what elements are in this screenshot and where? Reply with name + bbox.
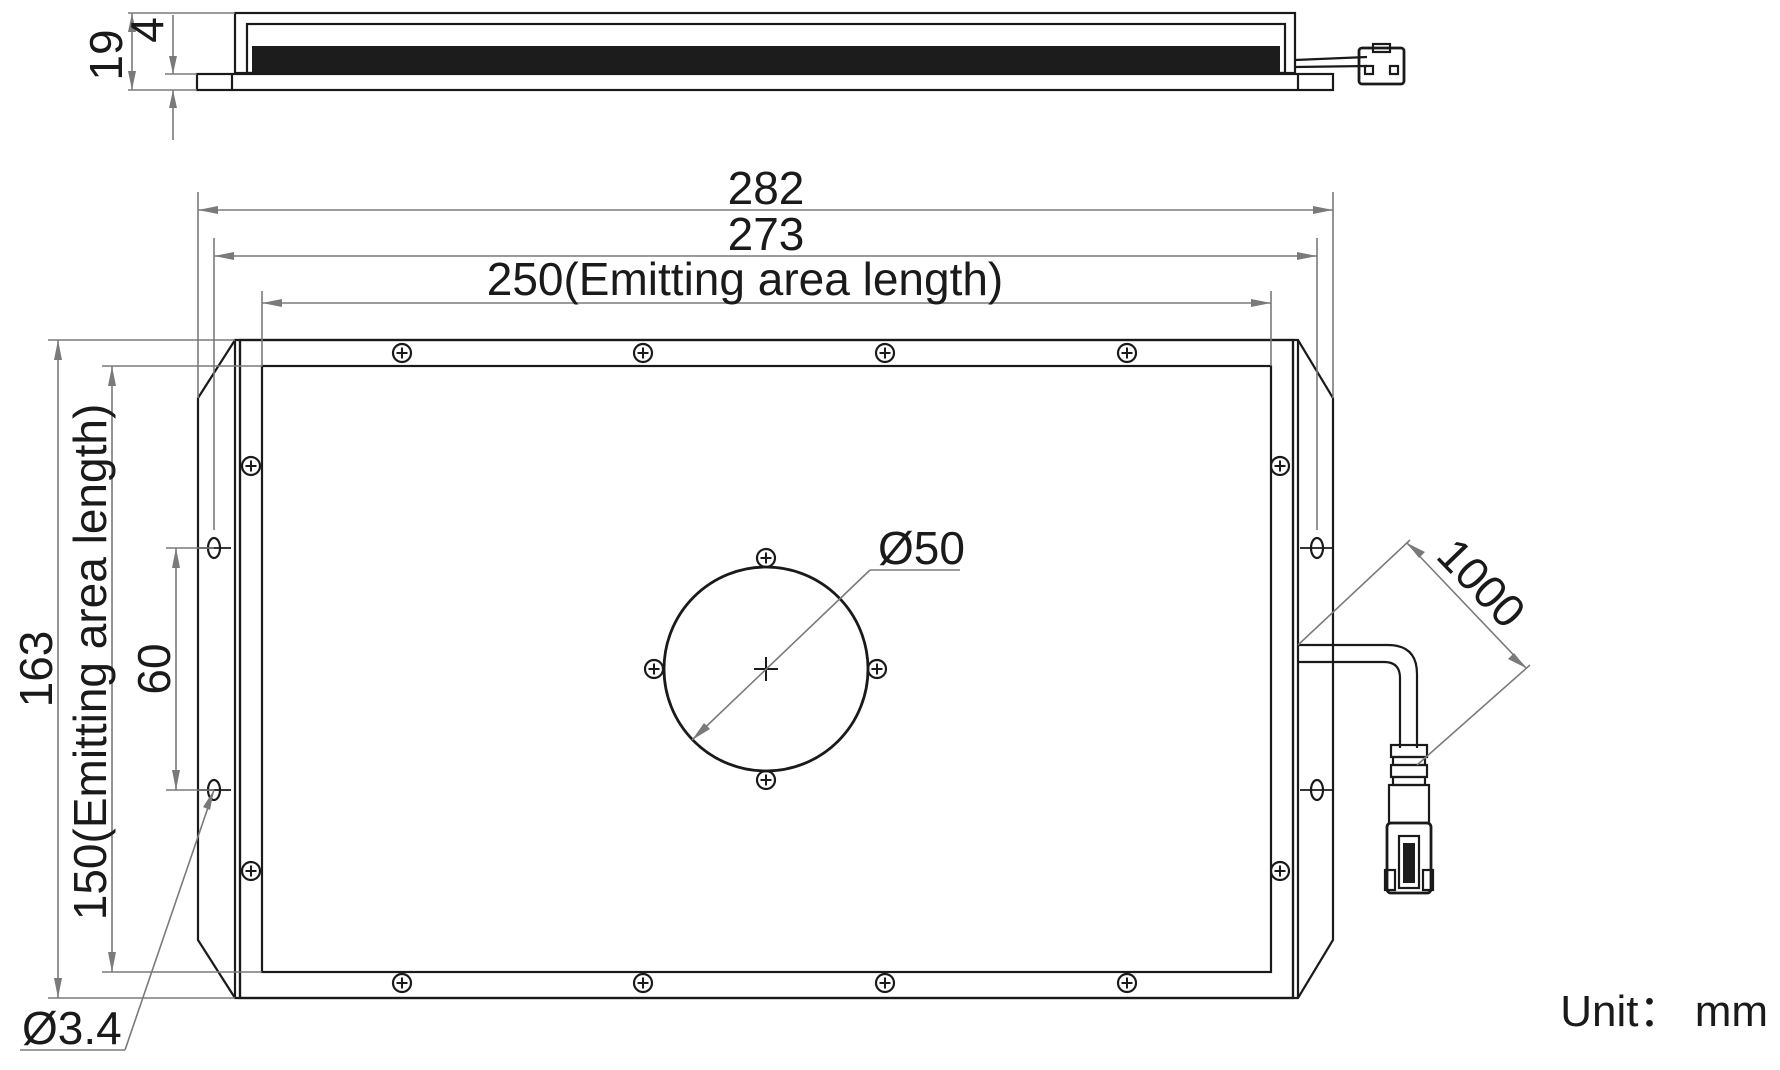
dimension-273-text: 273	[728, 208, 805, 260]
screw-icon	[632, 972, 654, 994]
side-view: 19 4	[80, 11, 1406, 140]
side-view-led-bar	[252, 46, 1280, 72]
screw-icon	[391, 342, 413, 364]
dimension-282-text: 282	[728, 162, 805, 214]
screw-icon	[391, 972, 413, 994]
side-view-connector-pin-left	[1363, 64, 1375, 76]
screw-icon	[240, 455, 262, 477]
dimension-19-text: 19	[80, 29, 132, 80]
screw-icon	[874, 342, 896, 364]
side-view-connector-latch	[1371, 42, 1392, 54]
cable-inner	[1298, 660, 1402, 748]
dimension-window-diameter-text: Ø50	[878, 522, 965, 574]
screw-icon	[755, 547, 777, 569]
dimension-150-text: 150(Emitting area length)	[64, 404, 116, 921]
dimension-250-text: 250(Emitting area length)	[487, 253, 1004, 305]
side-view-base-plate	[195, 72, 1335, 92]
dimension-hole-diameter-text: Ø3.4	[22, 1002, 122, 1054]
screw-icon	[755, 769, 777, 791]
dimension-163-text: 163	[10, 631, 62, 708]
connector-icon	[1383, 743, 1435, 895]
front-view-panel-border	[238, 338, 1295, 1000]
screw-icon	[643, 658, 665, 680]
front-view-emitting-area	[260, 364, 1273, 974]
screw-icon	[240, 860, 262, 882]
unit-label: Unit： mm	[1560, 987, 1768, 1036]
screw-icon	[874, 972, 896, 994]
screw-icon	[1116, 972, 1138, 994]
screw-icon	[1116, 342, 1138, 364]
screw-icon	[632, 342, 654, 364]
front-view	[195, 338, 1435, 1000]
side-view-cable-top	[1294, 55, 1368, 62]
screw-icon	[1269, 860, 1291, 882]
screw-icon	[1269, 455, 1291, 477]
front-view-dimensions: 282 273 250(Emitting area length) 163 15…	[10, 162, 1768, 1054]
side-view-cable-bottom	[1294, 64, 1368, 69]
side-view-connector	[1357, 46, 1406, 86]
screw-icon	[866, 658, 888, 680]
dimension-60-text: 60	[128, 643, 180, 694]
side-view-connector-pin-right	[1388, 64, 1400, 76]
cable-outer	[1298, 643, 1419, 748]
mounting-hole-icon	[1298, 536, 1336, 560]
mounting-hole-icon	[1298, 778, 1336, 802]
dimension-4-text: 4	[121, 17, 173, 43]
